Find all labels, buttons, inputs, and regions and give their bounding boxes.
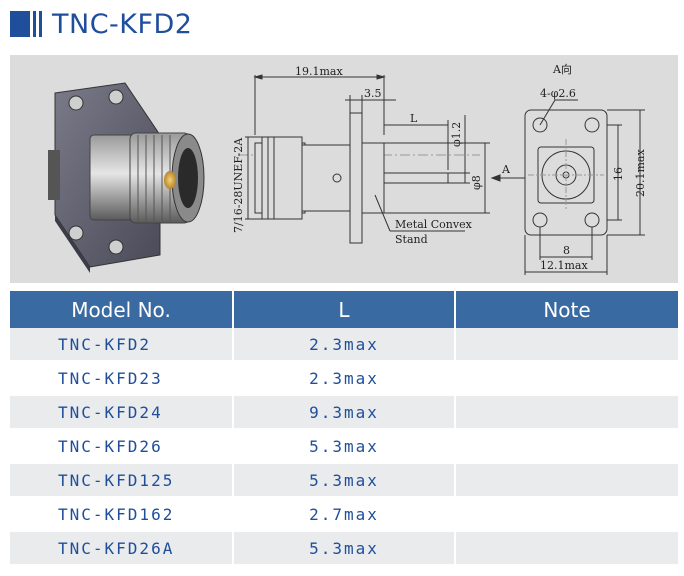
side-view-drawing [238, 74, 525, 244]
dim-hole-spacing-h: 8 [563, 244, 570, 257]
note-cell [455, 429, 678, 464]
table-row: TNC-KFD2 2.3max [10, 328, 678, 362]
model-cell: TNC-KFD2 [10, 328, 234, 362]
table-row: TNC-KFD23 2.3max [10, 361, 678, 396]
page-title: TNC-KFD2 [52, 8, 193, 40]
dim-body-diameter: φ8 [470, 175, 483, 190]
table-row: TNC-KFD26A 5.3max [10, 531, 678, 566]
length-cell: 2.7max [233, 497, 456, 532]
dim-flange-width: 3.5 [364, 87, 382, 100]
model-cell: TNC-KFD26A [10, 531, 234, 566]
length-cell: 2.3max [233, 361, 456, 396]
view-a-label: A向 [552, 62, 572, 76]
callout-stand: Stand [395, 233, 428, 246]
front-view-drawing [524, 99, 645, 275]
note-cell [455, 497, 678, 532]
title-marker-icon [10, 11, 42, 37]
view-arrow-label: A [501, 163, 511, 176]
model-cell: TNC-KFD26 [10, 429, 234, 464]
table-row: TNC-KFD162 2.7max [10, 497, 678, 532]
model-cell: TNC-KFD162 [10, 497, 234, 532]
table-row: TNC-KFD125 5.3max [10, 463, 678, 498]
length-cell: 2.3max [233, 328, 456, 362]
table-row: TNC-KFD26 5.3max [10, 429, 678, 464]
model-cell: TNC-KFD125 [10, 463, 234, 498]
thread-spec: 7/16-28UNEF-2A [232, 137, 245, 233]
connector-photo [48, 82, 205, 273]
note-cell [455, 395, 678, 430]
technical-drawing: 19.1max 3.5 L φ1.2 φ8 A 7/16-28UNEF-2A M… [10, 55, 678, 283]
title-bar: TNC-KFD2 [10, 8, 193, 40]
table-row: TNC-KFD24 9.3max [10, 395, 678, 430]
dim-flange-width-max: 12.1max [540, 259, 588, 272]
length-cell: 5.3max [233, 531, 456, 566]
header-length: L [233, 291, 456, 328]
dim-hole-spacing-v: 16 [612, 167, 625, 181]
model-cell: TNC-KFD23 [10, 361, 234, 396]
dim-overall-length: 19.1max [295, 65, 343, 78]
model-cell: TNC-KFD24 [10, 395, 234, 430]
length-cell: 5.3max [233, 429, 456, 464]
callout-metal-convex: Metal Convex [395, 218, 473, 231]
note-cell [455, 328, 678, 362]
note-cell [455, 361, 678, 396]
length-cell: 9.3max [233, 395, 456, 430]
hole-spec: 4-φ2.6 [540, 87, 576, 100]
note-cell [455, 531, 678, 566]
header-model: Model No. [10, 291, 234, 328]
dim-pin-diameter: φ1.2 [450, 122, 463, 147]
spec-table: Model No. L Note TNC-KFD2 2.3max TNC-KFD… [10, 291, 678, 566]
dim-flange-height: 20.1max [634, 149, 647, 197]
dim-pin-length: L [410, 112, 418, 125]
header-note: Note [455, 291, 678, 328]
note-cell [455, 463, 678, 498]
length-cell: 5.3max [233, 463, 456, 498]
table-header-row: Model No. L Note [10, 291, 678, 328]
